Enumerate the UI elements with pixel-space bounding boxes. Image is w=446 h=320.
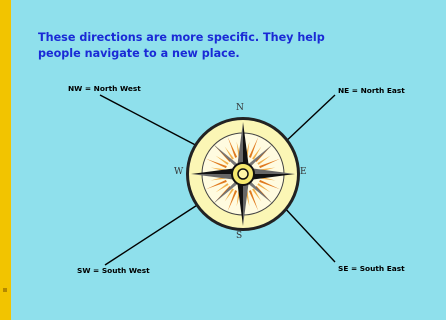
sw-pointer-line (105, 200, 205, 265)
label-south-east: SE = South East (338, 264, 405, 273)
compass-letter-east: E (300, 167, 307, 177)
label-south-west: SW = South West (77, 266, 150, 275)
nw-pointer-line (100, 95, 205, 150)
se-pointer-line (282, 205, 335, 262)
label-north-east: NE = North East (338, 86, 405, 95)
compass-letter-south: S (236, 231, 242, 241)
label-north-west: NW = North West (68, 84, 141, 93)
compass-letter-north: N (236, 103, 244, 113)
compass-center-inner (238, 169, 248, 179)
compass-letter-west: W (174, 167, 183, 177)
ne-pointer-line (282, 95, 335, 145)
